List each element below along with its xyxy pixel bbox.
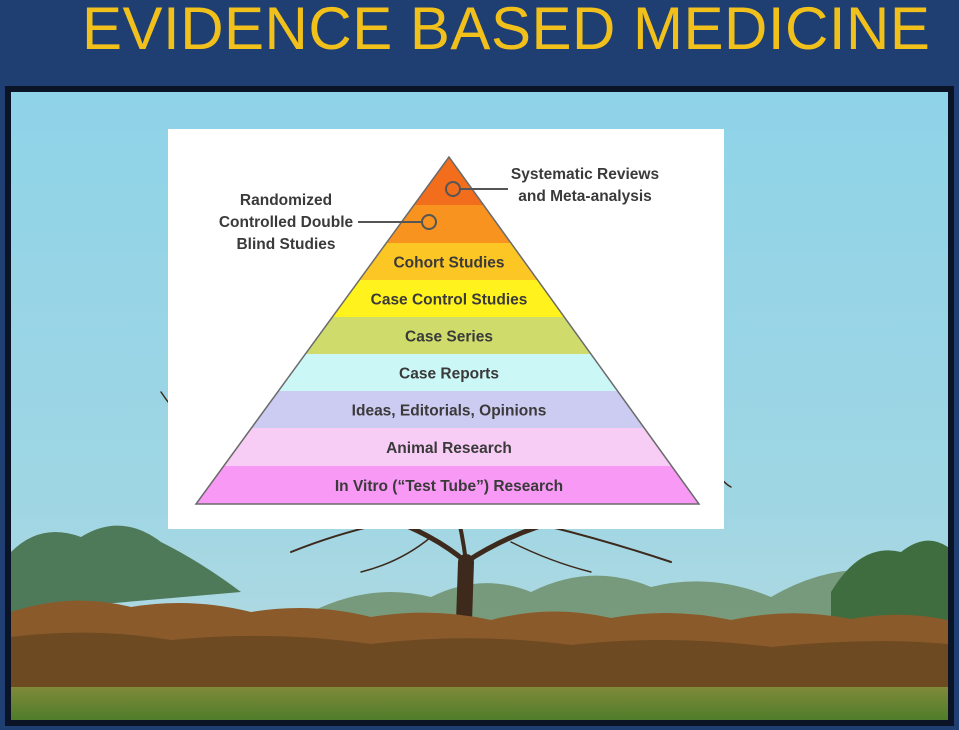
- pyramid-level-6: [251, 391, 645, 428]
- pyramid-outline: [194, 155, 701, 505]
- pyramid-level-label-7: Animal Research: [386, 440, 512, 457]
- right-callout-marker: [445, 181, 461, 197]
- rct-label-line-3: Blind Studies: [236, 236, 335, 253]
- pyramid-level-label-5: Case Reports: [399, 366, 499, 383]
- pyramid-level-label-2: Cohort Studies: [393, 255, 504, 272]
- pyramid-level-label-6: Ideas, Editorials, Opinions: [352, 403, 547, 420]
- rct-label-line-2: Controlled Double: [219, 214, 354, 231]
- pyramid-level-label-8: In Vitro (“Test Tube”) Research: [335, 478, 563, 495]
- rct-label-line-1: Randomized: [240, 192, 332, 209]
- slide-title: EVIDENCE BASED MEDICINE: [82, 0, 931, 62]
- pyramid-level-2: [359, 243, 538, 280]
- pyramid-level-4: [305, 317, 591, 354]
- pyramid-level-label-3: Case Control Studies: [371, 292, 528, 309]
- pyramid-level-1: [386, 205, 511, 243]
- pyramid-level-0: [414, 157, 484, 205]
- pyramid-levels: [196, 157, 699, 504]
- pyramid-level-8: [196, 466, 699, 504]
- pyramid-level-7: [223, 428, 672, 466]
- systematic-review-label-line-2: and Meta-analysis: [518, 188, 652, 205]
- left-callout-marker: [421, 214, 437, 230]
- systematic-review-label-line-1: Systematic Reviews: [511, 166, 659, 183]
- pyramid-level-3: [332, 280, 565, 317]
- pyramid-level-label-4: Case Series: [405, 329, 493, 346]
- pyramid-level-5: [278, 354, 618, 391]
